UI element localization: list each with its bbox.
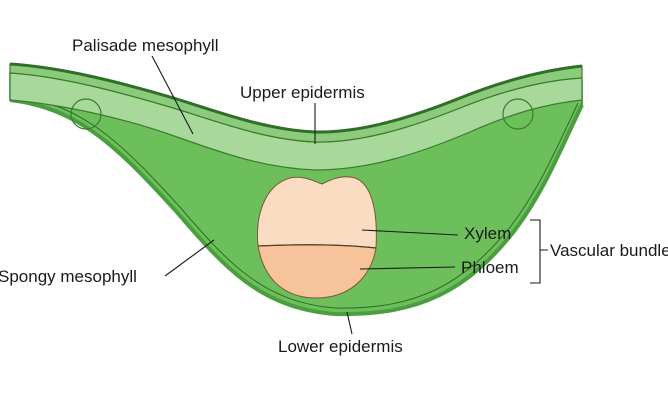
lower-epidermis-band bbox=[9, 98, 584, 317]
lower-epidermis-leader-line bbox=[346, 311, 353, 335]
xylem-region bbox=[256, 176, 377, 249]
vascular-bundle-bracket bbox=[530, 219, 548, 284]
xylem-phloem-boundary bbox=[257, 244, 377, 249]
lower-epidermis-label: Lower epidermis bbox=[278, 337, 403, 356]
xylem-leader-line bbox=[361, 229, 459, 236]
upper-epidermis-label: Upper epidermis bbox=[240, 83, 365, 102]
palisade-mesophyll-label: Palisade mesophyll bbox=[72, 36, 218, 55]
phloem-leader-line bbox=[359, 266, 456, 270]
lower-epidermis-inner-line bbox=[13, 95, 579, 309]
vascular-bundle-label: Vascular bundle bbox=[550, 241, 668, 260]
spongy-leader-line bbox=[164, 239, 215, 277]
stoma-left bbox=[70, 98, 102, 130]
phloem-label: Phloem bbox=[461, 258, 519, 277]
stoma-right bbox=[502, 98, 534, 130]
xylem-label: Xylem bbox=[464, 224, 511, 243]
spongy-mesophyll-label: Spongy mesophyll bbox=[0, 267, 137, 286]
palisade-leader-line bbox=[151, 55, 194, 135]
